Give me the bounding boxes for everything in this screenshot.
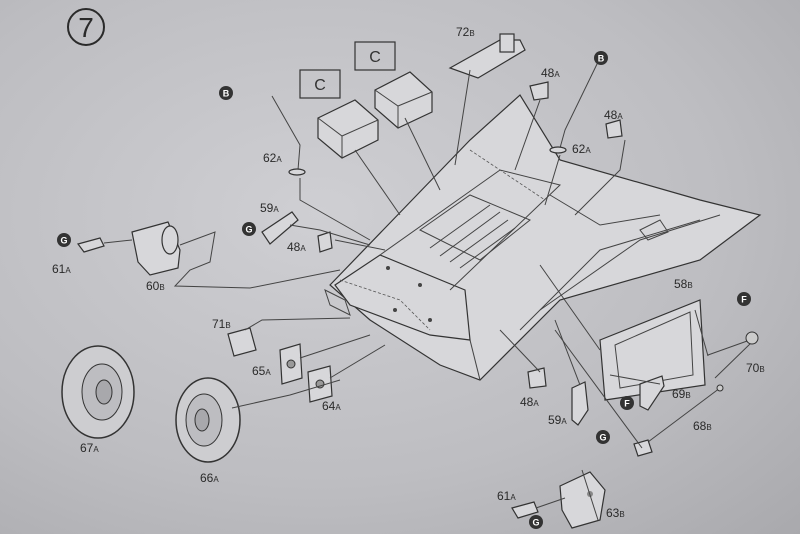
bracket-48a-right (605, 119, 623, 139)
svg-text:G: G (245, 225, 252, 235)
svg-text:G: G (532, 518, 539, 528)
box-c-left (299, 69, 341, 99)
box-c-right-label: C (369, 49, 381, 66)
label-63b: 63B (606, 506, 625, 520)
leader-lines (103, 69, 709, 521)
bracket-48a-top (529, 81, 549, 101)
box-c-right (354, 41, 396, 71)
part-61a-bottom (511, 501, 539, 519)
label-64a: 64A (322, 399, 341, 413)
label-62a-right: 62A (572, 142, 591, 156)
svg-text:F: F (624, 399, 630, 409)
label-67a: 67A (80, 441, 99, 455)
part-70b (707, 331, 759, 379)
label-62a-left: 62A (263, 151, 282, 165)
svg-text:F: F (741, 295, 747, 305)
svg-text:B: B (223, 89, 230, 99)
label-48a-mid: 48A (287, 240, 306, 254)
callout-f-top: F (737, 292, 751, 306)
tank-60b (131, 221, 181, 276)
antenna-62a-right (549, 61, 599, 154)
label-58b: 58B (674, 277, 693, 291)
label-72b: 72B (456, 25, 475, 39)
callout-f-bottom: F (620, 396, 634, 410)
label-66a: 66A (200, 471, 219, 485)
box-c-left-label: C (314, 77, 326, 94)
part-61a-left (76, 237, 105, 253)
label-59a-bottom: 59A (548, 413, 567, 427)
wheel-67a (61, 345, 135, 439)
callout-b-right: B (594, 51, 608, 65)
callout-g-tank: G (57, 233, 71, 247)
panel-58b (599, 299, 706, 401)
callout-b-left: B (219, 86, 233, 100)
bracket-48a-bottom (527, 367, 547, 389)
part-59a-bottom (571, 381, 589, 426)
callout-g-61a-bottom: G (529, 515, 543, 529)
step-number-badge: 7 (67, 8, 105, 46)
wheel-66a (175, 377, 241, 463)
label-48a-bottom: 48A (520, 395, 539, 409)
svg-text:G: G (599, 433, 606, 443)
label-68b: 68B (693, 419, 712, 433)
part-69b (639, 375, 665, 411)
callout-g-59a-bottom: G (596, 430, 610, 444)
label-60b: 60B (146, 279, 165, 293)
label-61a-left: 61A (52, 262, 71, 276)
antenna-62a-left (271, 95, 306, 176)
label-61a-bottom: 61A (497, 489, 516, 503)
label-70b: 70B (746, 361, 765, 375)
part-71b (227, 327, 257, 357)
bracket-48a-mid (317, 231, 333, 253)
label-71b: 71B (212, 317, 231, 331)
svg-text:B: B (598, 54, 605, 64)
part-59a-top (261, 211, 299, 245)
label-65a: 65A (252, 364, 271, 378)
part-72b (448, 33, 526, 79)
jerry-can-left (317, 99, 379, 159)
step-number: 7 (78, 12, 94, 43)
vehicle-hull (324, 94, 762, 381)
label-48a-top: 48A (541, 66, 560, 80)
callout-g-59a-top: G (242, 222, 256, 236)
svg-text:G: G (60, 236, 67, 246)
label-59a-top: 59A (260, 201, 279, 215)
label-48a-right: 48A (604, 108, 623, 122)
jerry-can-right (374, 71, 433, 129)
label-69b: 69B (672, 387, 691, 401)
